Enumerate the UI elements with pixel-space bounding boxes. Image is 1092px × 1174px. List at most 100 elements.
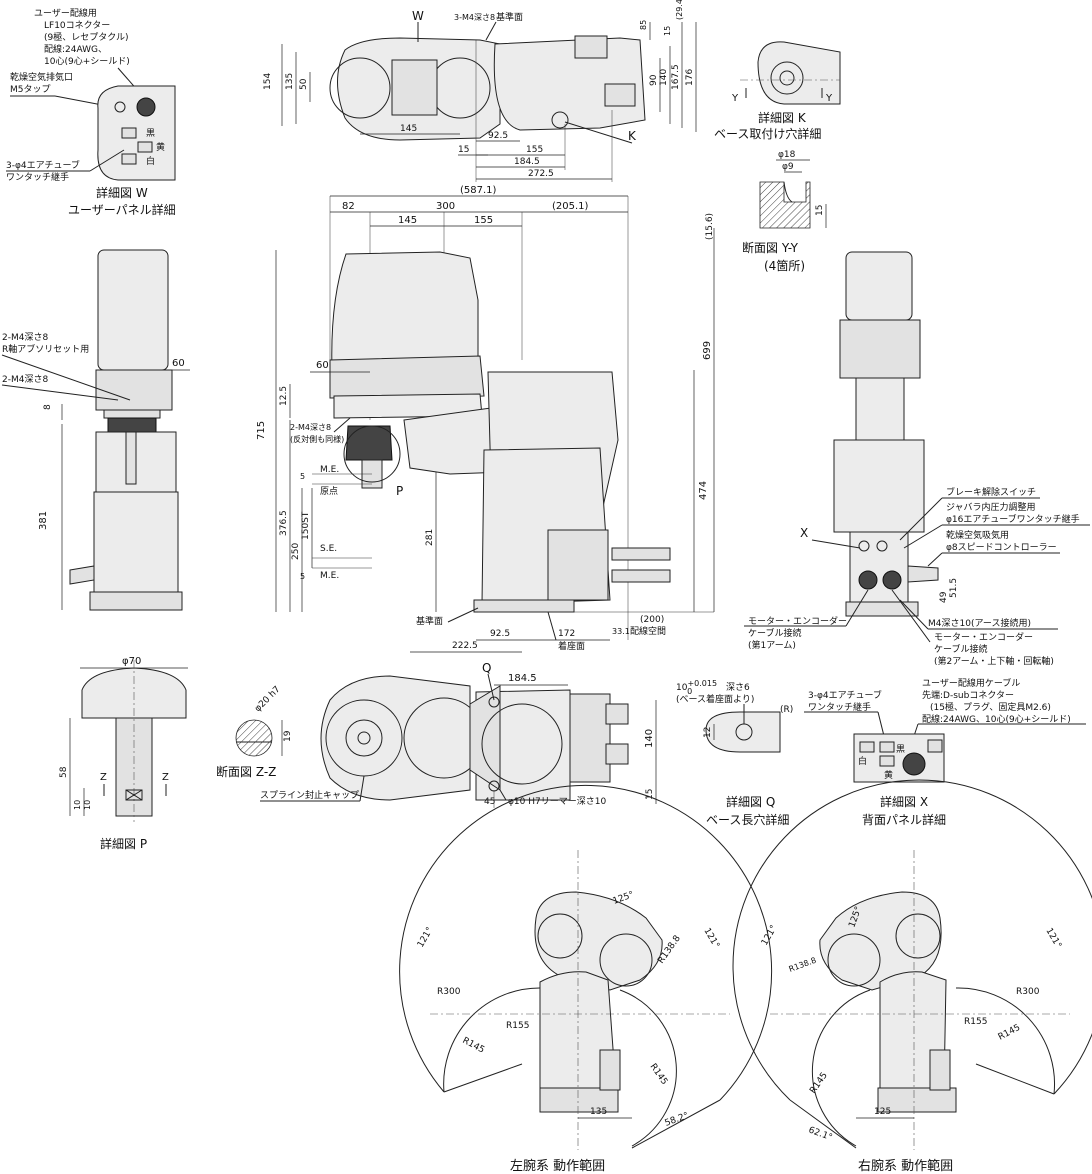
detail-k-title: 詳細図 K: [758, 110, 807, 125]
radius-300-left: R300: [437, 987, 461, 997]
x-cable-1: ユーザー配線用ケーブル: [922, 677, 1020, 689]
section-yy-title: 断面図 Y-Y: [742, 240, 799, 255]
dim-300: 300: [436, 201, 455, 212]
label-motor1-a: モーター・エンコーダー: [748, 615, 847, 627]
label-bellows-2: φ16エアチューブワンタッチ継手: [946, 513, 1080, 525]
dim-phi20: φ20 h7: [253, 685, 282, 714]
dim-715: 715: [256, 421, 267, 440]
label-earth-m4: M4深さ10(アース接続用): [928, 617, 1031, 629]
label-k: K: [628, 129, 637, 143]
dim-49: 49: [939, 591, 949, 603]
cable-label-2: LF10コネクター: [44, 20, 110, 31]
dim-272-5-top: 272.5: [528, 169, 554, 179]
dim-29-4-top: (29.4): [675, 0, 684, 20]
x-cable-4: 配線:24AWG、10心(9心+シールド): [922, 713, 1071, 725]
dim-381-left: 381: [38, 511, 49, 530]
dim-10a: 10: [73, 800, 82, 810]
tube-label-1: 3-φ4エアチューブ: [6, 159, 80, 171]
radius-138-right: R138.8: [788, 956, 818, 974]
dim-205: (205.1): [552, 201, 589, 212]
m4-label-front-2: (反対側も同様): [290, 434, 344, 444]
label-q: Q: [482, 661, 491, 675]
dim-699: 699: [702, 341, 713, 360]
radius-155-left: R155: [506, 1021, 529, 1031]
detail-x-subtitle: 背面パネル詳細: [862, 812, 946, 827]
dim-587: (587.1): [460, 185, 497, 196]
top-view: W 3-M4深さ8 基準面 K 154 135 50 145 15 92.5 1…: [263, 0, 697, 182]
x-tube-1: 3-φ4エアチューブ: [808, 689, 882, 701]
dim-85-top: 85: [639, 20, 648, 30]
detail-w: ユーザー配線用 LF10コネクター (9極、レセプタクル) 配線:24AWG、 …: [6, 7, 176, 217]
label-motor2-c: (第2アーム・上下軸・回転軸): [934, 655, 1054, 667]
detail-x: 3-φ4エアチューブ ワンタッチ継手 ユーザー配線用ケーブル 先端:D-subコ…: [804, 677, 1086, 827]
right-range-title: 右腕系 動作範囲: [858, 1158, 953, 1174]
mount-hole-k: [551, 111, 569, 129]
dim-184-5-top: 184.5: [514, 157, 540, 167]
section-y-left: Y: [731, 93, 739, 104]
detail-p: φ70 58 10 10 Z Z 詳細図 P: [59, 656, 188, 851]
dim-155-front: 155: [474, 215, 493, 226]
section-z-left: Z: [100, 772, 107, 783]
detail-w-title: 詳細図 W: [96, 185, 148, 200]
bottom-view: Q 184.5 140 15 45 φ10 H7リーマー深さ10 スプライン封止…: [260, 661, 657, 808]
dim-135: 135: [285, 73, 295, 90]
radius-145-right-a: R145: [997, 1023, 1022, 1043]
section-y-right: Y: [825, 93, 833, 104]
dim-250: 250: [291, 543, 301, 560]
label-motor1-b: ケーブル接続: [748, 627, 801, 639]
dim-125-right: 125: [874, 1107, 891, 1117]
cable-label-4: 配線:24AWG、: [44, 43, 107, 55]
user-panel-top: [391, 59, 438, 116]
dim-92-5-top: 92.5: [488, 131, 508, 141]
dim-15-bottom: 15: [645, 789, 655, 800]
detail-p-circle: [343, 425, 401, 483]
dim-50: 50: [299, 78, 309, 90]
label-se: S.E.: [320, 544, 337, 554]
left-range-title: 左腕系 動作範囲: [510, 1158, 605, 1174]
dim-155-top: 155: [526, 145, 543, 155]
dim-200: (200): [640, 615, 664, 625]
exhaust-label-2: M5タップ: [10, 84, 51, 95]
radius-155-right: R155: [964, 1017, 987, 1027]
label-ref-front: 基準面: [416, 615, 443, 627]
label-origin: 原点: [320, 486, 338, 497]
dim-90-top: 90: [649, 74, 659, 86]
label-intake-2: φ8スピードコントローラー: [946, 542, 1057, 553]
front-view: (587.1) 82 300 (205.1) 145 155 (15.6) P …: [256, 185, 715, 653]
left-arm-range: 121° 121° 125° R300 R138.8 R155 R145 R14…: [399, 784, 773, 1174]
radius-145-right-b: R145: [808, 1071, 830, 1096]
dim-12-5: 12.5: [279, 386, 289, 406]
dim-60-left: 60: [172, 358, 185, 369]
dim-51-5: 51.5: [949, 578, 959, 598]
label-ref-top: 基準面: [496, 11, 523, 23]
arm2-top: [493, 37, 646, 131]
dim-phi70: φ70: [122, 656, 141, 667]
label-ream: φ10 H7リーマー深さ10: [508, 796, 606, 807]
exhaust-port-icon: [114, 101, 126, 113]
x-black: 黒: [896, 744, 905, 755]
detail-k-subtitle: ベース取付け穴詳細: [714, 126, 821, 141]
right-side-view: ブレーキ解除スイッチ ジャバラ内圧力調整用 φ16エアチューブワンタッチ継手 乾…: [744, 251, 1090, 667]
air-fittings-icon: [121, 127, 153, 165]
dim-135-left: 135: [590, 1107, 607, 1117]
dim-10b: 10: [83, 800, 92, 810]
dim-172: 172: [558, 629, 575, 639]
dim-15b-top: 15: [663, 26, 672, 36]
angle-121-right-b: 121°: [1043, 927, 1063, 951]
z-axis-housing: [331, 251, 479, 371]
label-brake-switch: ブレーキ解除スイッチ: [946, 486, 1036, 498]
label-spline-cap: スプライン封止キャップ: [260, 789, 359, 801]
yellow-label: 黄: [156, 141, 165, 153]
detail-x-title: 詳細図 X: [880, 794, 928, 809]
dim-154: 154: [263, 73, 273, 90]
section-z-right: Z: [162, 772, 169, 783]
dim-15-yy: 15: [815, 205, 825, 216]
label-bellows-1: ジャバラ内圧力調整用: [946, 501, 1036, 513]
right-arm-range: 121° 121° 125° R300 R138.8 R155 R145 R14…: [732, 779, 1092, 1174]
label-floor: 着座面: [558, 640, 585, 652]
label-intake-1: 乾燥空気吸気用: [946, 529, 1009, 541]
label-m4-top: 3-M4深さ8: [454, 13, 495, 22]
m4-label-front-1: 2-M4深さ8: [290, 423, 331, 432]
dim-140-top: 140: [659, 69, 669, 86]
